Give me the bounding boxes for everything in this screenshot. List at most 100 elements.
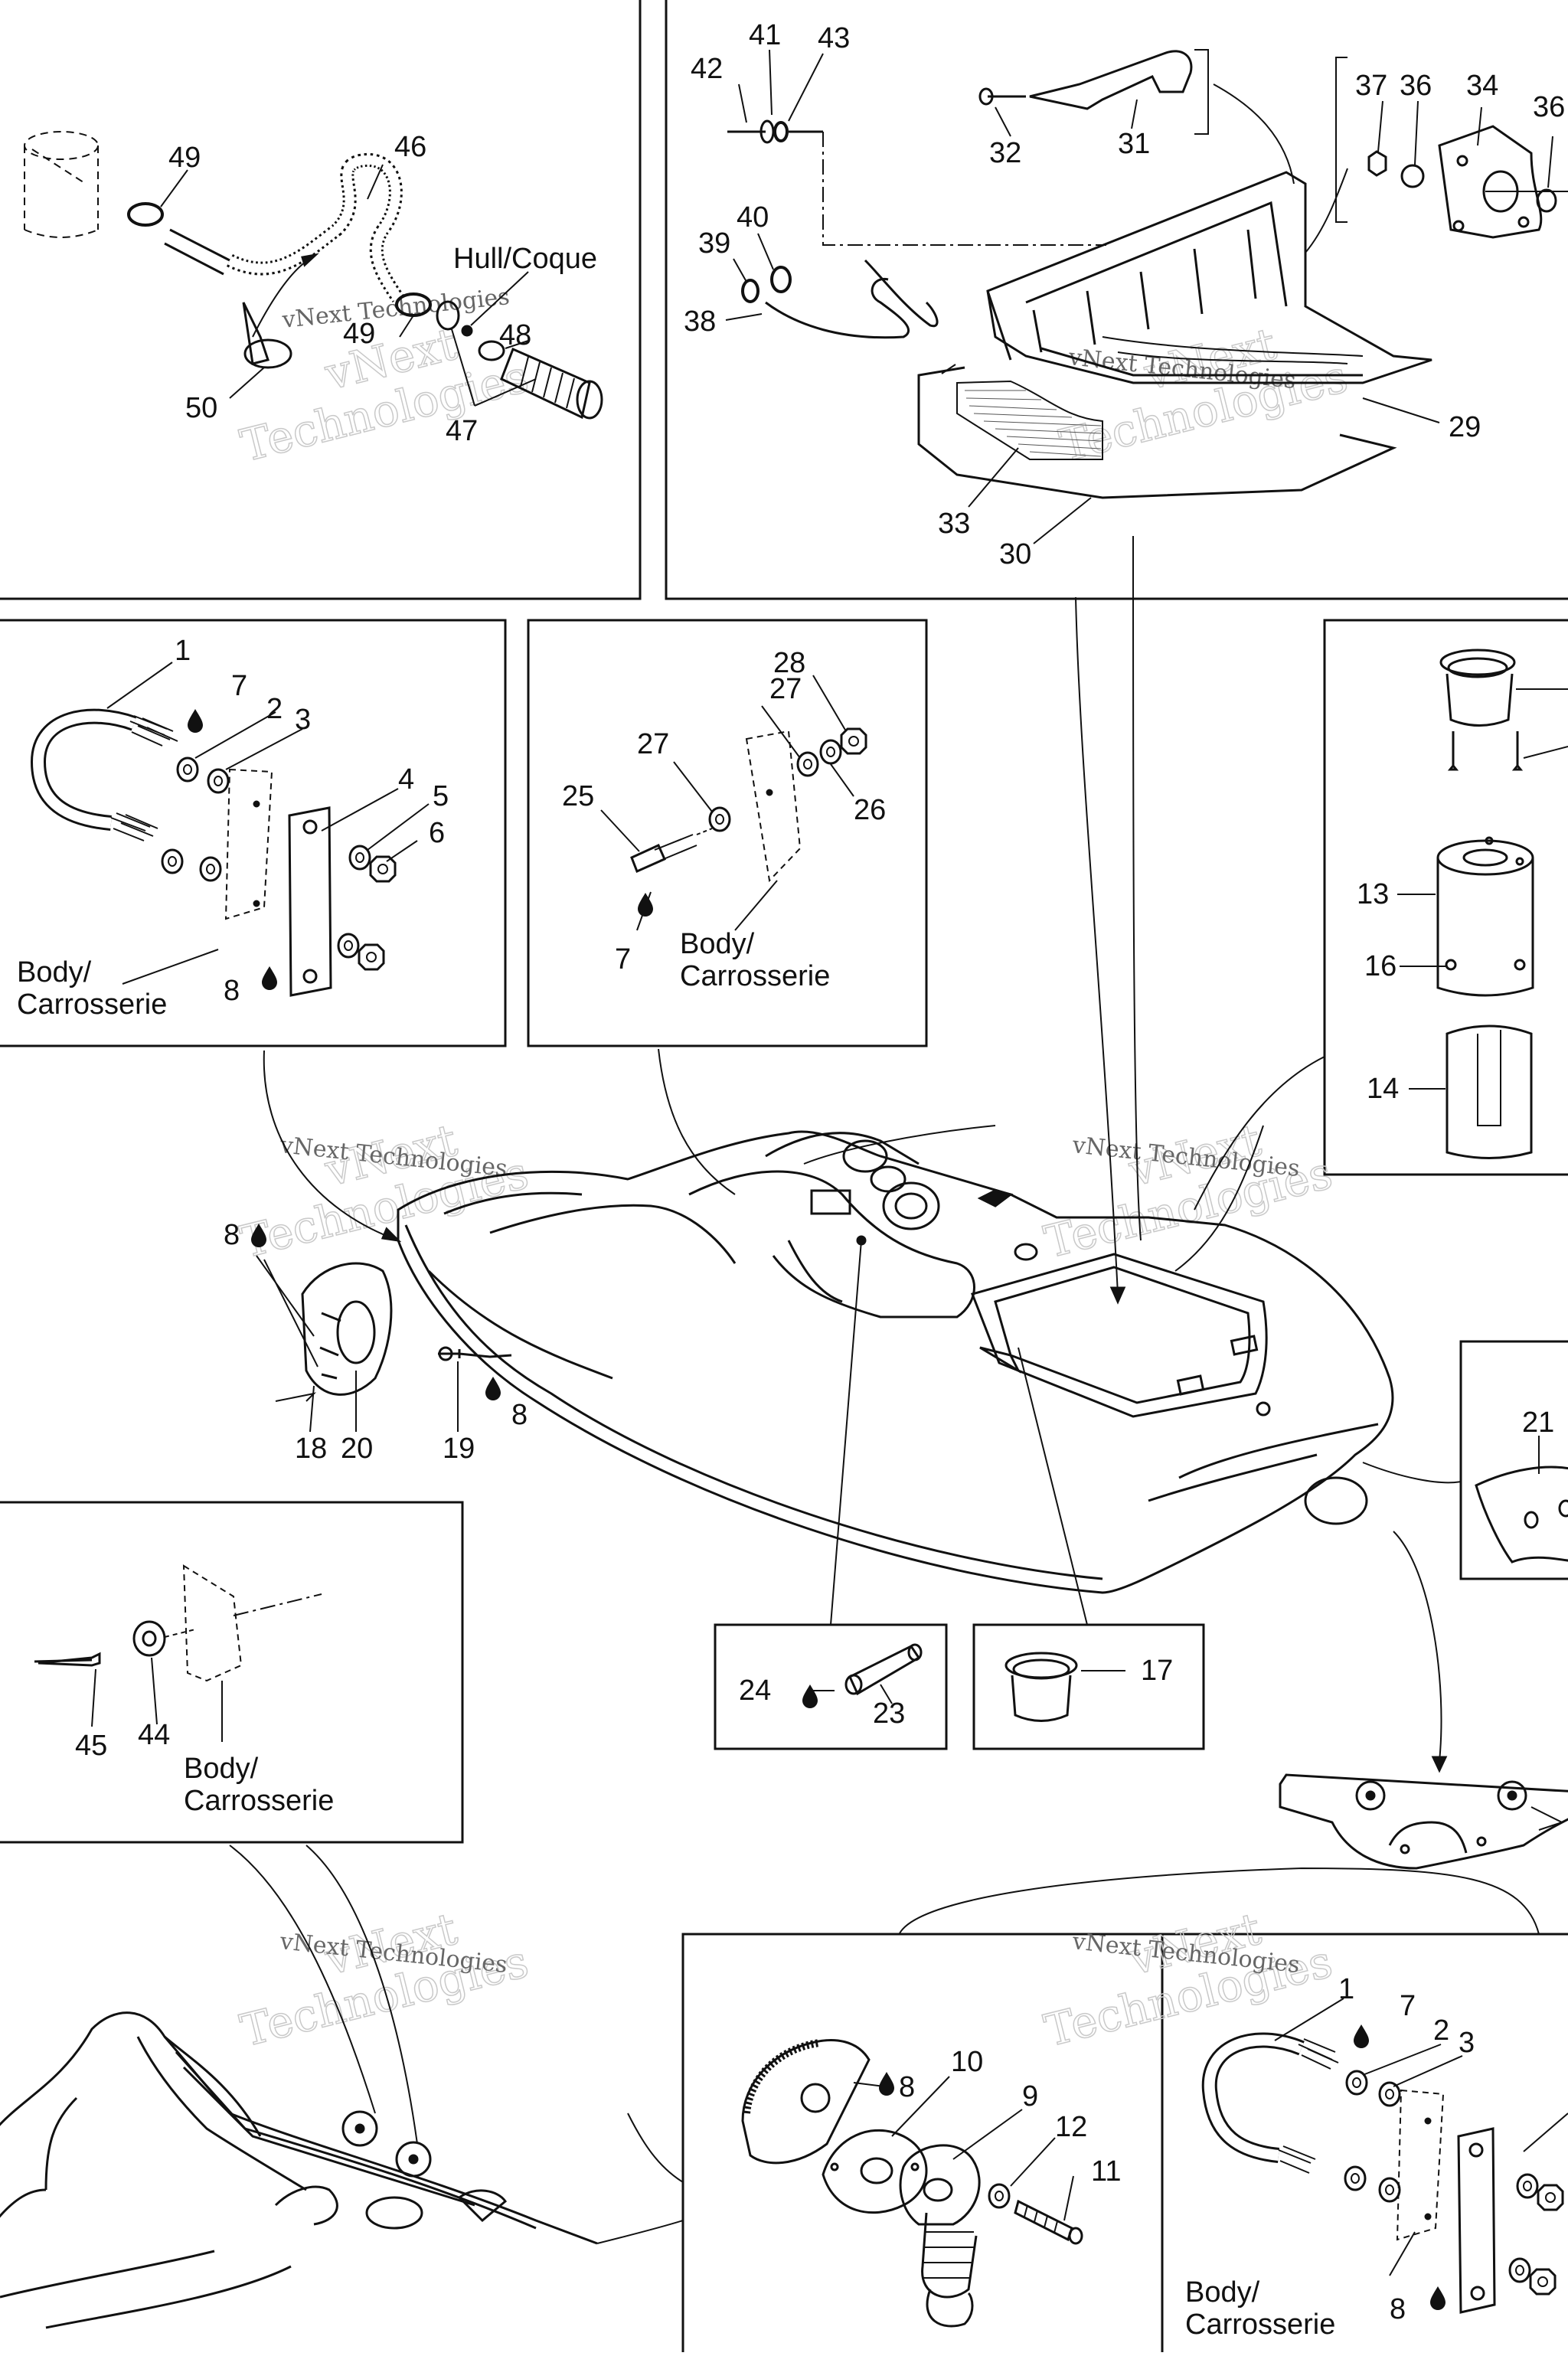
callout-18: 18 [295,1433,327,1465]
deck-detail-drawing [0,1845,684,2329]
callout-36-right: 36 [1533,91,1565,123]
storage-bin-drawing [725,49,1568,544]
callout-23: 23 [873,1698,905,1730]
body-label-line2-b: Carrosserie [680,960,830,992]
callout-41: 41 [749,19,781,51]
callout-38: 38 [684,306,716,338]
sealant-drop-icon [879,2072,894,2096]
callout-49: 49 [168,142,201,174]
panel-bolt [527,619,928,1047]
ubolt-left-labels: 1 7 2 3 4 5 6 Body/ Carrosserie 8 [17,635,449,1021]
sealant-drop-icon [188,709,203,733]
callout-4: 4 [398,763,414,796]
sealant-drop-icon [1430,2286,1446,2310]
callout-14: 14 [1367,1073,1399,1105]
drain-plug-drawing [741,2038,1083,2328]
callout-2: 2 [266,693,283,725]
callout-13: 13 [1357,878,1389,910]
ubolt-right-labels: 1 7 2 3 Body/ Carrosserie 8 [1185,1973,1475,2341]
panel-cup-holder [1323,619,1568,1176]
callout-5: 5 [433,780,449,812]
storage-bin-labels: 42 41 43 32 31 40 39 38 29 33 30 37 36 3… [684,19,1565,570]
ubolt-right-drawing [1201,1998,1568,2314]
callout-26: 26 [854,794,886,826]
callout-12: 12 [1055,2111,1087,2143]
callout-27-b: 27 [769,673,802,705]
callout-30: 30 [999,538,1031,570]
callout-19: 19 [443,1433,475,1465]
callout-20: 20 [341,1433,373,1465]
callout-8-drain: 8 [899,2071,915,2103]
callout-7-c: 7 [1400,1990,1416,2022]
callout-47: 47 [446,415,478,447]
callout-21: 21 [1522,1407,1554,1439]
tube-panel-labels: 24 23 [739,1675,905,1730]
callout-7-b: 7 [615,943,631,975]
callout-3: 3 [295,704,311,736]
callout-48: 48 [499,319,531,351]
panel-drain [681,1933,1568,2356]
sealant-drop-icon [1354,2024,1369,2048]
callout-50: 50 [185,392,217,424]
panel-bracket [1459,1340,1568,1580]
panel-bilge-hose [0,0,642,600]
bilge-hose-labels: 49 46 Hull/Coque 48 49 50 47 [168,131,597,447]
body-label-line2: Carrosserie [17,988,167,1021]
body-label-line1-b: Body/ [680,928,755,960]
callout-33: 33 [938,508,970,540]
callout-1-b: 1 [1338,1973,1354,2005]
callout-28: 28 [773,647,805,679]
rear-deck-drawing [899,1773,1568,1935]
body-label-line2-d: Carrosserie [1185,2309,1335,2341]
callout-17: 17 [1141,1655,1173,1687]
sealant-drop-icon [262,966,277,990]
callout-43: 43 [818,22,850,54]
callout-34: 34 [1466,70,1498,102]
panel-rivet [0,1501,464,1844]
callout-31: 31 [1118,128,1150,160]
callout-3-b: 3 [1459,2027,1475,2059]
watermarks: vNext Technologies vNext Technologies vN… [235,283,1353,2057]
callout-6: 6 [429,817,445,849]
callout-11: 11 [1091,2155,1121,2188]
callout-8-boat: 8 [224,1219,240,1251]
callout-32: 32 [989,137,1021,169]
callout-45: 45 [75,1730,107,1762]
body-label-line1-c: Body/ [184,1753,259,1785]
bolt-panel-labels: 25 27 27 28 26 7 Body/ Carrosserie [562,647,886,992]
callout-1: 1 [175,635,191,667]
sealant-drop-icon [638,893,653,917]
boat-labels: 8 18 20 19 8 [224,1219,528,1465]
callout-24: 24 [739,1675,771,1707]
drain-plug-labels: 8 10 9 12 11 [879,2046,1121,2188]
cup-holder-labels: 13 16 14 [1357,878,1399,1105]
sealant-drop-icon [485,1377,501,1400]
callout-8: 8 [224,975,240,1007]
hull-label: Hull/Coque [453,243,597,275]
boat-drawing [256,535,1462,1773]
sealant-drop-icon [802,1684,818,1708]
body-label-line1: Body/ [17,956,92,988]
body-label-line1-d: Body/ [1185,2276,1260,2309]
callout-2-b: 2 [1433,2015,1449,2047]
rivet-panel-drawing [34,1564,322,1742]
callout-27: 27 [637,728,669,760]
tube-panel-drawing [810,1643,923,1704]
callout-8-b: 8 [1390,2293,1406,2325]
callout-37: 37 [1355,70,1387,102]
callout-16: 16 [1364,950,1396,982]
ubolt-left-drawing [30,662,430,997]
panel-cup [972,1623,1205,1750]
cup-panel-drawing [1004,1652,1125,1722]
callout-8-rivet: 8 [511,1399,528,1431]
panel-ubolt-left [0,619,507,1047]
bolt-panel-drawing [600,675,867,931]
callout-29: 29 [1449,411,1481,443]
rivet-panel-labels: 45 44 Body/ Carrosserie [75,1719,334,1817]
bilge-hose-drawing [24,131,603,420]
bracket-drawing [1475,1436,1568,1564]
body-label-line2-c: Carrosserie [184,1785,334,1817]
callout-42: 42 [691,53,723,85]
panel-storage-bin [665,0,1568,600]
